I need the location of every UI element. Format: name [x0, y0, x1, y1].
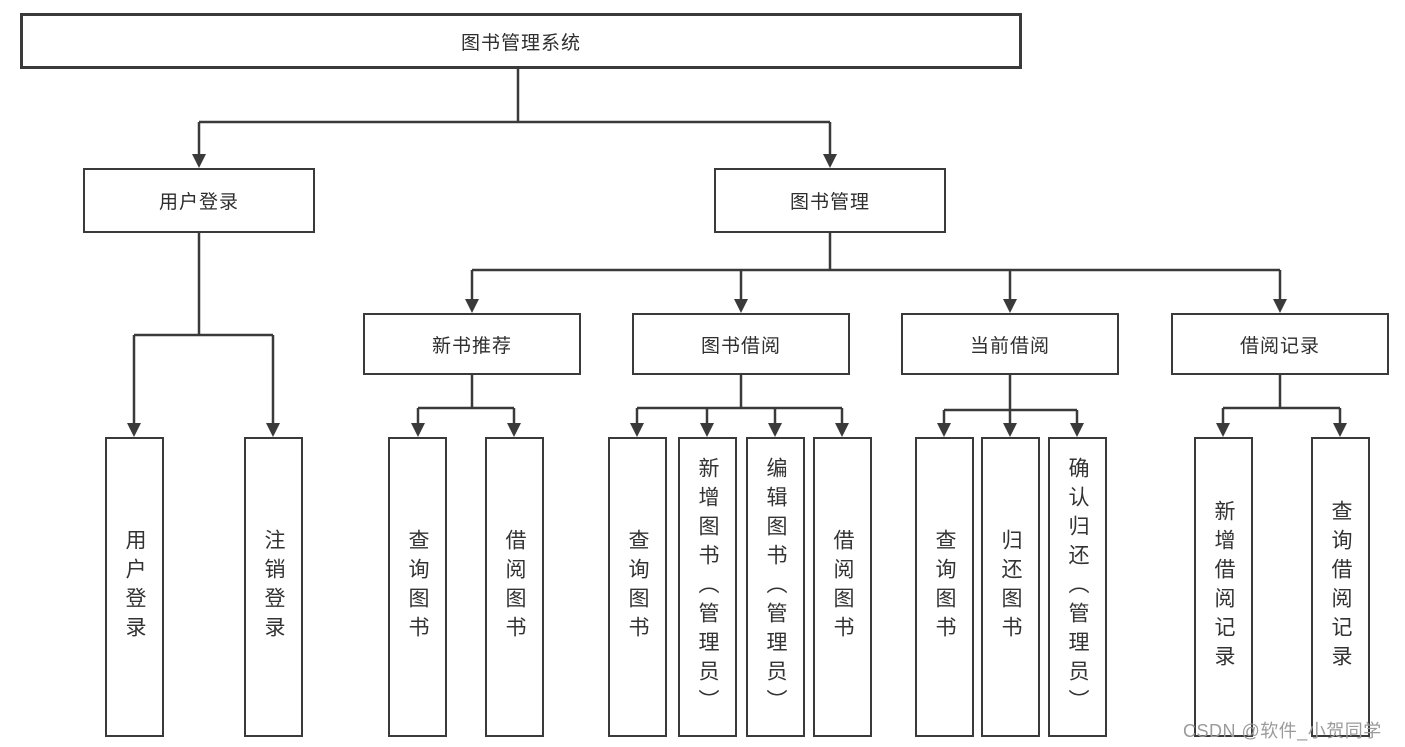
node-borrow-records: 借阅记录: [1171, 313, 1389, 375]
leaf-edit-books-admin: 编辑图书（管理员）: [746, 437, 805, 737]
leaf-query-books-newbooks: 查询图书: [388, 437, 447, 737]
leaf-logout: 注销登录: [244, 437, 303, 737]
leaf-borrow-books-newbooks: 借阅图书: [485, 437, 544, 737]
node-label: 图书借阅: [700, 335, 781, 357]
csdn-watermark: CSDN @软件_小贺同学: [1183, 721, 1382, 741]
leaf-label: 编辑图书（管理员）: [764, 456, 787, 718]
leaf-user-login: 用户登录: [105, 437, 164, 737]
leaf-label: 归还图书: [999, 529, 1022, 645]
leaf-query-books-borrow: 查询图书: [608, 437, 667, 737]
leaf-label: 查询图书: [406, 529, 429, 645]
leaf-label: 注销登录: [262, 529, 285, 645]
node-user-login: 用户登录: [83, 168, 315, 233]
leaf-add-books-admin: 新增图书（管理员）: [678, 437, 737, 737]
node-label: 借阅记录: [1239, 335, 1320, 357]
leaf-label: 查询图书: [626, 529, 649, 645]
node-label: 图书管理系统: [460, 32, 581, 54]
leaf-query-books-current: 查询图书: [915, 437, 974, 737]
leaf-return-books: 归还图书: [981, 437, 1040, 737]
node-root-system: 图书管理系统: [20, 13, 1022, 69]
node-book-borrow: 图书借阅: [632, 313, 850, 375]
node-label: 当前借阅: [969, 335, 1050, 357]
node-label: 图书管理: [789, 192, 870, 213]
node-label: 新书推荐: [431, 335, 512, 357]
leaf-borrow-books: 借阅图书: [813, 437, 872, 737]
leaf-query-borrow-record: 查询借阅记录: [1311, 437, 1370, 737]
leaf-add-borrow-record: 新增借阅记录: [1194, 437, 1253, 737]
leaf-label: 借阅图书: [503, 529, 526, 645]
leaf-label: 查询图书: [933, 529, 956, 645]
node-new-book-recommend: 新书推荐: [363, 313, 581, 375]
leaf-label: 查询借阅记录: [1329, 500, 1352, 674]
leaf-label: 借阅图书: [831, 529, 854, 645]
leaf-label: 新增图书（管理员）: [696, 456, 719, 718]
node-label: 用户登录: [158, 192, 239, 213]
leaf-label: 新增借阅记录: [1212, 500, 1235, 674]
leaf-label: 确认归还（管理员）: [1066, 456, 1089, 718]
leaf-confirm-return-admin: 确认归还（管理员）: [1048, 437, 1107, 737]
node-book-management: 图书管理: [714, 168, 946, 233]
node-current-borrow: 当前借阅: [901, 313, 1119, 375]
arrowheads: [127, 154, 1347, 437]
leaf-label: 用户登录: [123, 529, 146, 645]
